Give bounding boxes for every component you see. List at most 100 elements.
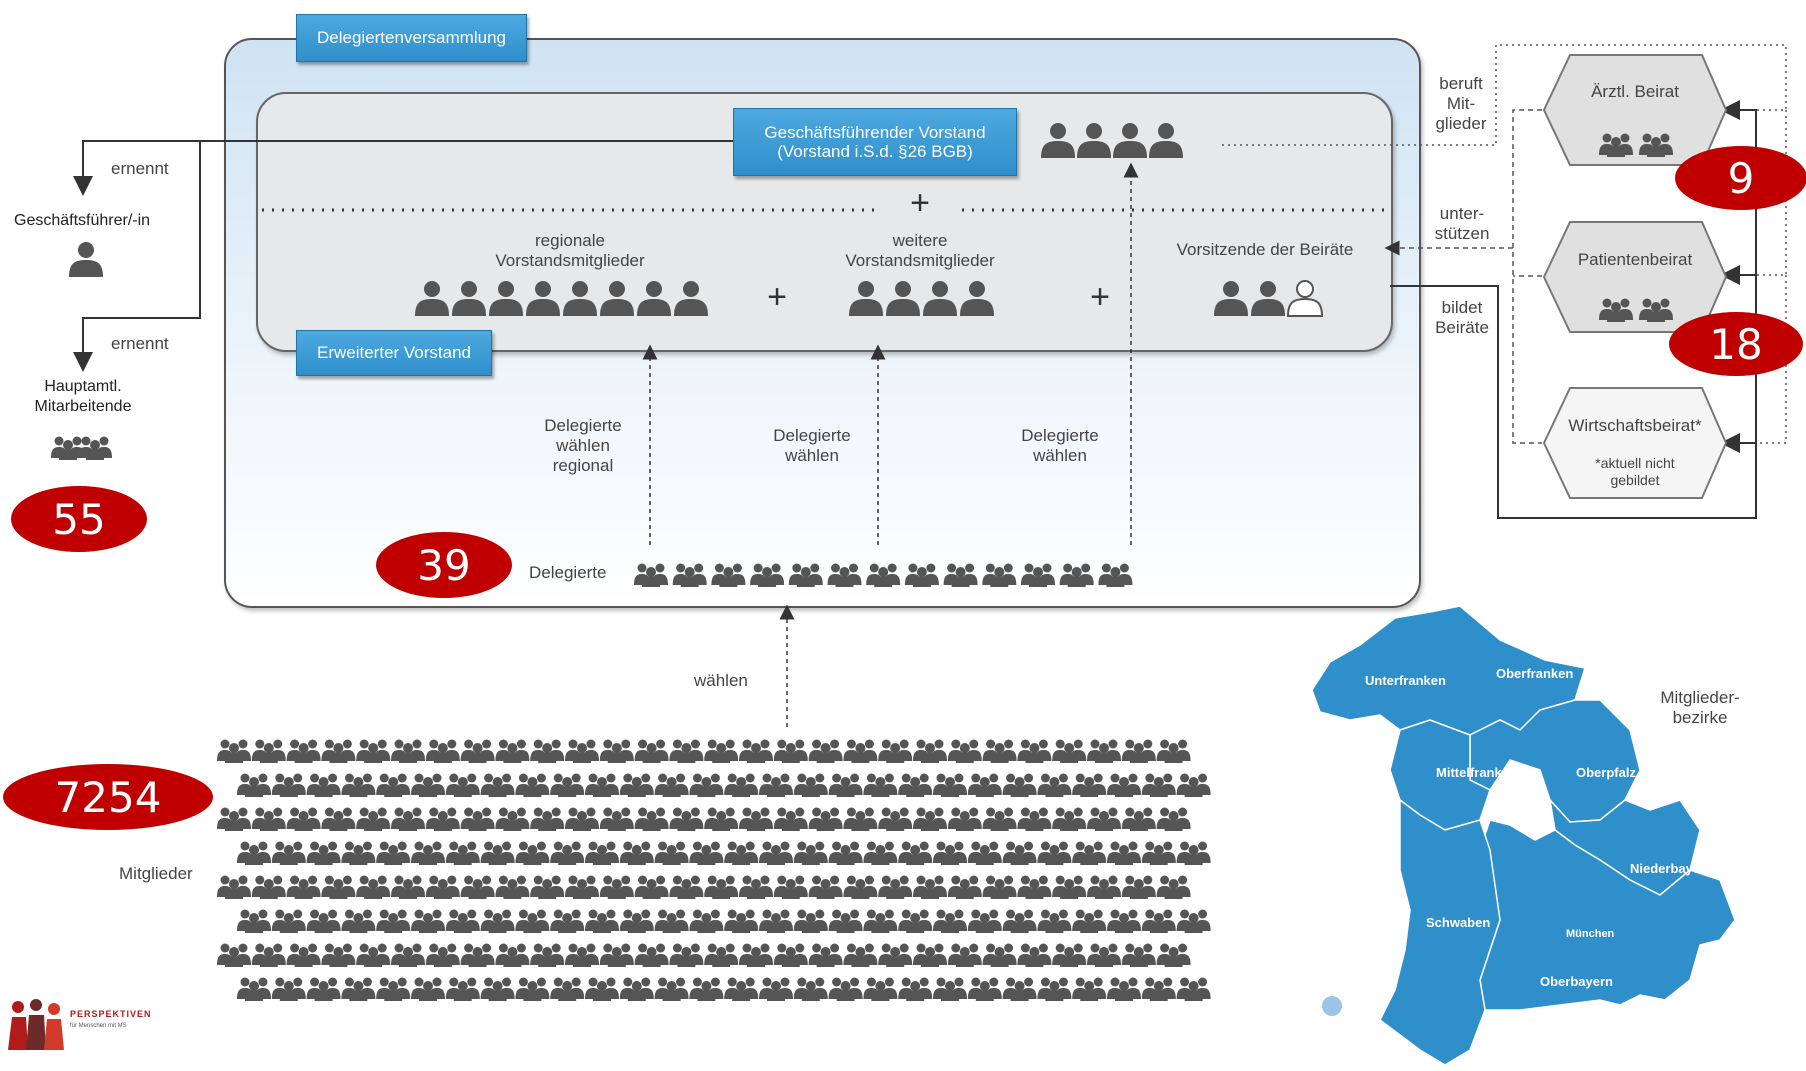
region-schwaben: Schwaben <box>1426 915 1491 930</box>
member-group-icon <box>217 943 251 967</box>
hauptamtl-label: Hauptamtl.Mitarbeitende <box>34 378 132 415</box>
plus-sign: + <box>767 278 787 316</box>
member-group-icon <box>933 773 967 797</box>
geschaeftsfuehrer-label: Geschäftsführer/-in <box>14 212 151 229</box>
member-group-icon <box>808 807 843 831</box>
member-group-icon <box>237 977 271 1001</box>
member-group-icon <box>411 841 445 865</box>
member-group-icon <box>1017 807 1052 831</box>
member-group-icon <box>863 773 898 797</box>
member-group-icon <box>982 807 1017 831</box>
member-group-icon <box>341 977 376 1001</box>
region-niederbayern: Niederbayern <box>1630 861 1714 876</box>
member-group-icon <box>843 875 878 899</box>
delegate-group-icon <box>634 563 668 587</box>
member-group-icon <box>286 875 321 899</box>
member-group-icon <box>1087 739 1121 763</box>
delegate-group-icon <box>827 563 862 587</box>
member-group-icon <box>1017 875 1052 899</box>
patientenbeirat-label: Patientenbeirat <box>1577 250 1693 269</box>
member-group-icon <box>341 909 376 933</box>
member-group-icon <box>550 977 585 1001</box>
member-group-icon <box>933 841 967 865</box>
logo: PERSPEKTIVEN für Menschen mit MS <box>4 995 174 1055</box>
member-group-icon <box>947 739 982 763</box>
member-group-icon <box>565 807 599 831</box>
member-group-icon <box>411 977 445 1001</box>
member-group-icon <box>495 807 530 831</box>
member-group-icon <box>793 977 828 1001</box>
member-group-icon <box>480 773 515 797</box>
member-group-icon <box>515 909 550 933</box>
member-group-icon <box>1002 841 1037 865</box>
member-group-icon <box>828 773 863 797</box>
member-group-icon <box>565 739 599 763</box>
member-group-icon <box>585 841 619 865</box>
member-group-icon <box>654 977 689 1001</box>
delegate-group-icon <box>943 563 978 587</box>
member-group-icon <box>704 943 739 967</box>
unterstuetzen-label: unter-stützen <box>1434 204 1490 243</box>
member-group-icon <box>773 875 808 899</box>
member-group-icon <box>1087 875 1121 899</box>
member-group-icon <box>515 977 550 1001</box>
member-group-icon <box>843 807 878 831</box>
member-group-icon <box>982 739 1017 763</box>
badge-aerztl: 9 <box>1675 146 1806 210</box>
member-group-icon <box>1156 875 1191 899</box>
member-group-icon <box>480 909 515 933</box>
badge-patienten: 18 <box>1669 312 1803 376</box>
member-group-icon <box>515 841 550 865</box>
member-group-icon <box>808 943 843 967</box>
member-group-icon <box>217 807 251 831</box>
wirtschaftsbeirat-label: Wirtschaftsbeirat* <box>1568 416 1702 435</box>
member-group-icon <box>445 977 480 1001</box>
delegate-group-icon <box>711 563 746 587</box>
member-group-icon <box>669 807 704 831</box>
member-group-icon <box>982 943 1017 967</box>
member-group-icon <box>495 943 530 967</box>
member-group-icon <box>321 943 356 967</box>
member-group-icon <box>619 909 654 933</box>
member-group-icon <box>878 807 913 831</box>
member-group-icon <box>1156 739 1191 763</box>
member-group-icon <box>967 909 1002 933</box>
member-group-icon <box>967 841 1002 865</box>
member-group-icon <box>251 875 286 899</box>
member-group-icon <box>411 909 445 933</box>
member-group-icon <box>689 773 724 797</box>
member-group-icon <box>1121 943 1156 967</box>
member-group-icon <box>217 739 251 763</box>
region-unterfranken: Unterfranken <box>1365 673 1446 688</box>
member-group-icon <box>565 875 599 899</box>
member-group-icon <box>634 943 669 967</box>
member-group-icon <box>654 841 689 865</box>
member-group-icon <box>843 739 878 763</box>
member-group-icon <box>1176 977 1211 1001</box>
member-group-icon <box>321 875 356 899</box>
member-group-icon <box>530 943 565 967</box>
member-group-icon <box>828 841 863 865</box>
member-group-icon <box>1052 807 1087 831</box>
badge-mitglieder: 7254 <box>3 764 213 830</box>
member-group-icon <box>724 909 759 933</box>
member-group-icon <box>1087 943 1121 967</box>
member-group-icon <box>1121 739 1156 763</box>
member-group-icon <box>445 909 480 933</box>
logo-figures-icon <box>8 999 64 1050</box>
member-group-icon <box>1087 807 1121 831</box>
member-group-icon <box>1141 841 1176 865</box>
member-group-icon <box>306 841 341 865</box>
region-oberfranken: Oberfranken <box>1496 666 1574 681</box>
badge-hauptamtl: 55 <box>11 486 147 552</box>
delegate-group-icon <box>750 563 785 587</box>
member-group-icon <box>251 943 286 967</box>
member-group-icon <box>237 909 271 933</box>
delegiertenversammlung-tag: Delegiertenversammlung <box>296 14 527 62</box>
member-group-icon <box>286 807 321 831</box>
member-group-icon <box>391 875 425 899</box>
member-group-icon <box>1017 943 1052 967</box>
member-group-icon <box>947 807 982 831</box>
